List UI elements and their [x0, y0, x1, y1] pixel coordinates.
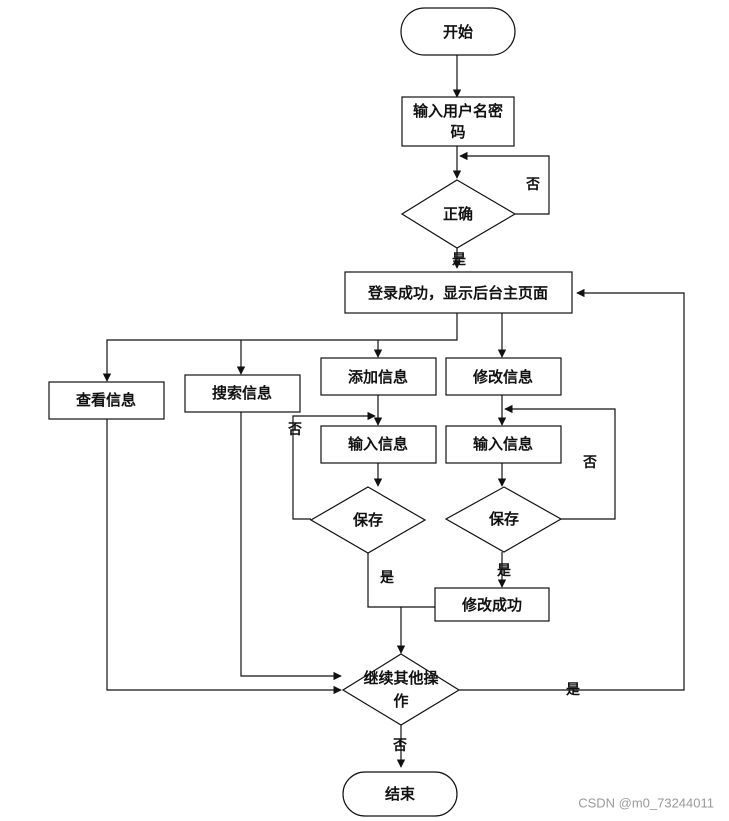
correct-yes-label: 是	[452, 252, 467, 268]
input-credentials-label-line1: 输入用户名密	[413, 102, 503, 120]
watermark: CSDN @m0_73244011	[578, 796, 714, 811]
edge-add-save-no	[292, 411, 376, 520]
login-success-node: 登录成功，显示后台主页面	[344, 271, 573, 314]
modify-info-box	[445, 357, 562, 396]
input-credentials-node: 输入用户名密 码	[401, 96, 515, 147]
modify-info-label: 修改信息	[472, 368, 533, 386]
add-input-info-box	[320, 425, 437, 464]
modify-input-info-box	[445, 425, 562, 464]
start-node: 开始	[400, 7, 516, 56]
edge-add-save-yes	[367, 553, 401, 608]
login-success-label: 登录成功，显示后台主页面	[367, 284, 548, 302]
search-info-node: 搜索信息	[184, 374, 301, 413]
view-info-node: 查看信息	[48, 381, 165, 420]
edge-modify-save-no	[504, 404, 616, 520]
modify-success-label: 修改成功	[461, 596, 522, 614]
modify-input-info-label: 输入信息	[473, 435, 533, 453]
end-terminal	[342, 771, 458, 817]
connectors	[102, 55, 685, 768]
modify-save-label: 保存	[488, 510, 519, 528]
continue-yes-label: 是	[566, 682, 581, 698]
modify-save-node: 保存	[444, 486, 563, 553]
search-info-box	[184, 374, 301, 413]
add-save-no-label: 否	[287, 422, 302, 438]
view-info-box	[48, 381, 165, 420]
modify-save-yes-label: 是	[497, 563, 512, 579]
edge-main-to-view	[102, 313, 458, 382]
edge-view-to-continue	[106, 419, 342, 695]
search-info-label: 搜索信息	[212, 384, 272, 402]
continue-node: 继续其他操 作	[341, 653, 461, 726]
modify-success-node: 修改成功	[434, 587, 550, 622]
modify-input-info-node: 输入信息	[445, 425, 562, 464]
login-success-box	[344, 271, 573, 314]
add-info-node: 添加信息	[320, 357, 437, 396]
edge-continue-yes-loop	[459, 288, 685, 691]
modify-save-no-label: 否	[582, 455, 597, 471]
input-credentials-label-line2: 码	[450, 123, 465, 141]
add-save-yes-label: 是	[380, 570, 395, 586]
add-save-node: 保存	[309, 486, 427, 554]
check-correct-node: 正确	[400, 179, 517, 249]
continue-label-line1: 继续其他操	[363, 669, 439, 687]
correct-no-label: 否	[525, 177, 540, 193]
check-correct-label: 正确	[443, 205, 473, 223]
check-correct-diamond	[400, 179, 517, 249]
add-info-box	[320, 357, 437, 396]
add-input-info-node: 输入信息	[320, 425, 437, 464]
end-node: 结束	[342, 771, 458, 817]
edge-check-no-loop	[459, 151, 550, 215]
input-credentials-box	[401, 96, 515, 147]
start-label: 开始	[443, 23, 473, 41]
end-label: 结束	[385, 785, 416, 803]
add-save-label: 保存	[352, 511, 383, 529]
add-info-label: 添加信息	[348, 368, 408, 386]
modify-info-node: 修改信息	[445, 357, 562, 396]
modify-success-box	[434, 587, 550, 622]
add-input-info-label: 输入信息	[348, 435, 408, 453]
edge-modify-success-to-continue	[396, 606, 435, 654]
edge-search-to-continue	[240, 412, 342, 681]
view-info-label: 查看信息	[76, 391, 136, 409]
continue-no-label: 否	[392, 738, 407, 754]
continue-label-line2: 作	[393, 692, 408, 710]
add-save-diamond	[309, 486, 427, 554]
continue-diamond	[341, 653, 461, 726]
modify-save-diamond	[444, 486, 563, 553]
start-terminal	[400, 7, 516, 56]
edge-labels: 否 是 否 是 否 是 是 否	[287, 177, 597, 754]
